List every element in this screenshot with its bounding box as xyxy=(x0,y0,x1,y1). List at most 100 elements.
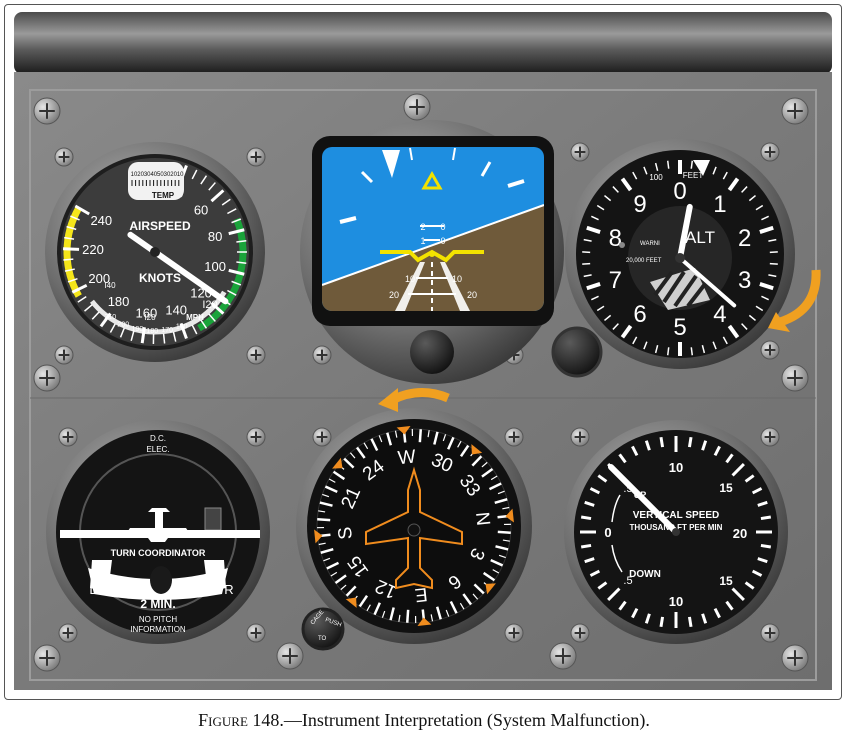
heading-tick xyxy=(418,429,423,443)
vsi-tick-up xyxy=(744,474,755,483)
asi-tick xyxy=(63,258,74,261)
asi-tick xyxy=(228,268,245,276)
panel-screws xyxy=(33,93,809,672)
heading-tick xyxy=(405,609,410,623)
heading-index-mark xyxy=(396,426,411,435)
heading-card-label: W xyxy=(397,446,417,469)
asi-tick xyxy=(208,313,216,322)
alt-tick xyxy=(620,324,633,339)
heading-card-label: N xyxy=(471,511,493,527)
asi-tick xyxy=(236,261,247,264)
asi-knot-label: 140 xyxy=(165,302,187,317)
vsi-tick-down xyxy=(584,557,595,564)
vsi-tick-down xyxy=(631,607,639,619)
alt-number: 5 xyxy=(673,314,686,341)
heading-tick xyxy=(320,547,334,554)
vsi-tick-down xyxy=(760,543,772,549)
altimeter-setting-knob[interactable] xyxy=(551,326,603,378)
asi-temp-value: 10 xyxy=(177,172,184,178)
asi-mph-140: I40 xyxy=(104,281,116,290)
alt-tick xyxy=(582,251,591,254)
alt-tick xyxy=(586,282,601,291)
asi-tick xyxy=(130,331,135,342)
alt-number: 8 xyxy=(609,225,622,252)
heading-tick xyxy=(322,493,330,498)
heading-tick xyxy=(447,436,455,450)
alt-tick xyxy=(769,251,778,254)
vsi-tick-down xyxy=(757,557,768,564)
heading-tick xyxy=(449,600,458,614)
heading-tick xyxy=(494,498,508,505)
vsi-up-10: 10 xyxy=(669,460,683,475)
heading-tick xyxy=(490,475,498,481)
asi-tick xyxy=(228,228,245,236)
heading-tick xyxy=(398,614,401,622)
heading-tick xyxy=(323,557,331,562)
altimeter-hundreds-hand xyxy=(678,256,737,308)
ai-pitch-10-right: 10 xyxy=(452,274,462,284)
asi-units: KNOTS xyxy=(139,271,181,285)
heading-tick xyxy=(488,482,502,491)
heading-tick xyxy=(378,435,383,443)
vsi-tick-up xyxy=(631,445,639,457)
asi-temp-label: TEMP xyxy=(152,191,175,200)
asi-tick xyxy=(140,327,146,344)
vsi-tick-down xyxy=(580,543,592,549)
heading-tick xyxy=(334,574,347,585)
ai-pitch-10-left: 10 xyxy=(405,274,415,284)
airspeed-needle xyxy=(127,231,229,305)
heading-tick xyxy=(490,559,504,567)
vsi-subtitle: THOUSAND FT PER MIN xyxy=(630,523,723,532)
ai-sky-pointer xyxy=(421,170,443,190)
ai-adjust-knob[interactable] xyxy=(410,330,454,374)
asi-tick xyxy=(99,312,112,328)
tc-no-pitch: NO PITCH xyxy=(139,615,177,624)
heading-tick xyxy=(332,470,346,481)
heading-cage-knob[interactable]: CAGE PUSH TO xyxy=(301,607,345,651)
alt-tick xyxy=(755,204,764,211)
heading-tick xyxy=(462,593,473,606)
heading-tick xyxy=(345,585,357,597)
vsi-tick-down xyxy=(659,616,665,628)
heading-tick xyxy=(495,545,509,551)
temp-window xyxy=(128,162,184,200)
vsi-down-10: 10 xyxy=(669,594,683,609)
alt-feet: FEET xyxy=(683,171,704,180)
heading-tick xyxy=(343,457,355,469)
heading-tick xyxy=(481,467,494,478)
asi-tick xyxy=(210,301,225,315)
tc-left: L xyxy=(89,582,96,597)
heading-tick xyxy=(497,530,511,535)
heading-tick xyxy=(502,539,510,542)
alt-tick xyxy=(722,171,728,180)
vsi-tick-up xyxy=(687,436,693,448)
alt-tick xyxy=(604,314,612,322)
vsi-tick-up xyxy=(713,445,721,457)
heading-tick xyxy=(366,604,371,612)
alt-number: 0 xyxy=(673,178,686,205)
vsi-up-15: 15 xyxy=(719,481,733,495)
alt-tick xyxy=(620,177,633,192)
heading-tick xyxy=(472,593,479,600)
asi-tick xyxy=(208,182,216,191)
vsi-tick-down xyxy=(687,616,693,628)
alt-warning: 20,000 FEET xyxy=(626,258,662,264)
asi-tick xyxy=(91,311,100,320)
tc-ball xyxy=(150,566,172,594)
vsi-tick-up xyxy=(725,453,734,464)
tc-information: INFORMATION xyxy=(130,625,186,634)
heading-tick xyxy=(381,610,386,618)
asi-knot-label: 180 xyxy=(108,294,130,309)
alt-tick xyxy=(701,344,706,354)
ai-small-0b: 0 xyxy=(440,236,445,246)
vsi-tick-down xyxy=(607,587,621,601)
heading-tick xyxy=(326,561,340,570)
tc-elec: ELEC. xyxy=(146,445,169,454)
heading-tick xyxy=(473,583,485,595)
vsi-tick-up xyxy=(644,440,651,451)
heading-card-label: S xyxy=(335,526,357,541)
heading-tick xyxy=(442,434,447,442)
vsi-tick-down xyxy=(644,613,651,624)
heading-tick xyxy=(389,607,395,621)
